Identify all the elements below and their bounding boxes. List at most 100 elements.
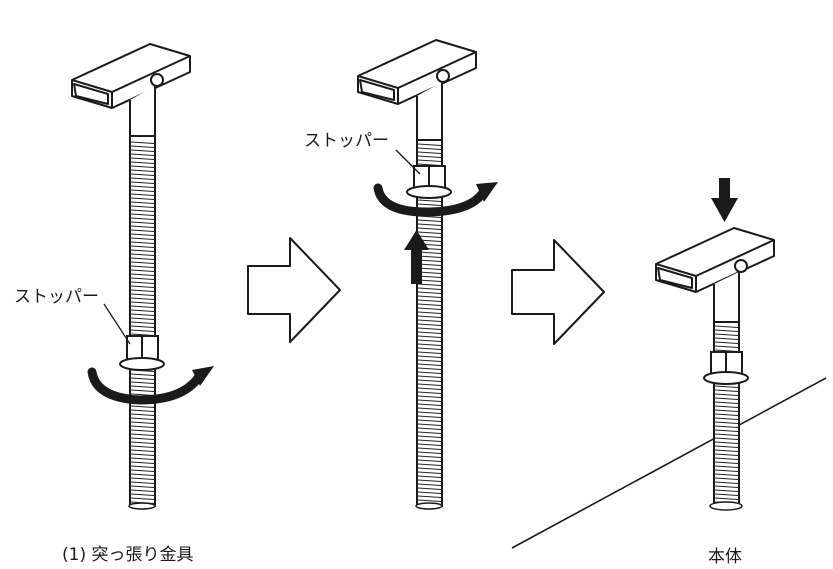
- thread-line: [714, 341, 739, 344]
- thread-line: [130, 329, 155, 332]
- thread-line: [417, 235, 442, 238]
- thread-line: [130, 293, 155, 296]
- thread-line: [714, 485, 739, 488]
- thread-line: [714, 445, 739, 448]
- thread-line: [417, 147, 442, 150]
- thread-line: [130, 489, 155, 492]
- push-arrow-icon: [711, 178, 738, 222]
- thread-line: [417, 303, 442, 306]
- thread-line: [130, 477, 155, 480]
- thread-line: [714, 473, 739, 476]
- thread-line: [130, 209, 155, 212]
- thread-line: [130, 413, 155, 416]
- thread-line: [130, 429, 155, 432]
- thread-line: [417, 323, 442, 326]
- thread-line: [417, 339, 442, 342]
- thread-line: [130, 373, 155, 376]
- stopper-label-2: ストッパー: [304, 131, 389, 151]
- thread-line: [130, 461, 155, 464]
- thread-line: [714, 437, 739, 440]
- thread-line: [417, 399, 442, 402]
- thread-line: [417, 403, 442, 406]
- thread-line: [417, 199, 442, 202]
- thread-line: [130, 421, 155, 424]
- thread-line: [714, 329, 739, 332]
- thread-line: [130, 285, 155, 288]
- thread-line: [130, 457, 155, 460]
- thread-line: [130, 433, 155, 436]
- bolt-head-2: [357, 39, 477, 141]
- thread-line: [417, 431, 442, 434]
- thread-line: [130, 453, 155, 456]
- thread-line: [714, 481, 739, 484]
- thread-line: [417, 391, 442, 394]
- thread-line: [417, 459, 442, 462]
- thread-line: [130, 389, 155, 392]
- bolt-assembly-3: [511, 178, 827, 549]
- caption-left: (1) 突っ張り金具: [62, 545, 193, 565]
- thread-line: [130, 465, 155, 468]
- thread-line: [130, 245, 155, 248]
- thread-line: [417, 335, 442, 338]
- thread-line: [417, 151, 442, 154]
- thread-line: [714, 333, 739, 336]
- thread-line: [417, 483, 442, 486]
- thread-line: [714, 393, 739, 396]
- thread-line: [417, 439, 442, 442]
- thread-line: [130, 157, 155, 160]
- thread-line: [714, 401, 739, 404]
- bolt-assembly-2: ストッパー: [304, 39, 498, 510]
- thread-line: [130, 277, 155, 280]
- bolt-head-1: [71, 43, 191, 137]
- caption-right: 本体: [708, 547, 742, 567]
- thread-line: [714, 405, 739, 408]
- thread-line: [130, 289, 155, 292]
- thread-line: [130, 249, 155, 252]
- thread-line: [417, 475, 442, 478]
- bolt-head-3: [655, 227, 775, 323]
- thread-line: [417, 327, 442, 330]
- step-arrow-icon-2: [511, 239, 605, 345]
- thread-line: [417, 387, 442, 390]
- thread-line: [417, 331, 442, 334]
- thread-line: [417, 455, 442, 458]
- thread-line: [714, 409, 739, 412]
- thread-line: [417, 155, 442, 158]
- thread-line: [130, 177, 155, 180]
- thread-line: [417, 287, 442, 290]
- thread-line: [130, 189, 155, 192]
- bolt-assembly-1: ストッパー: [14, 43, 214, 510]
- thread-line: [130, 473, 155, 476]
- thread-line: [417, 223, 442, 226]
- thread-line: [130, 325, 155, 328]
- thread-line: [130, 309, 155, 312]
- thread-line: [714, 429, 739, 432]
- thread-line: [130, 497, 155, 500]
- thread-line: [130, 229, 155, 232]
- thread-line: [417, 419, 442, 422]
- stopper-leader-2: [395, 149, 421, 175]
- thread-line: [417, 367, 442, 370]
- rotation-arrow-icon-1: [87, 366, 214, 405]
- thread-line: [417, 351, 442, 354]
- thread-line: [417, 415, 442, 418]
- thread-line: [417, 379, 442, 382]
- thread-line: [714, 493, 739, 496]
- thread-line: [417, 371, 442, 374]
- thread-line: [130, 385, 155, 388]
- lift-arrow-icon: [404, 230, 429, 284]
- stopper-nut-1: [119, 335, 165, 371]
- thread-line: [714, 477, 739, 480]
- thread-line: [130, 485, 155, 488]
- thread-line: [714, 421, 739, 424]
- thread-line: [417, 427, 442, 430]
- thread-line: [417, 411, 442, 414]
- thread-line: [714, 389, 739, 392]
- thread-line: [130, 181, 155, 184]
- thread-line: [130, 409, 155, 412]
- thread-line: [130, 193, 155, 196]
- thread-line: [130, 265, 155, 268]
- thread-line: [417, 471, 442, 474]
- thread-line: [130, 377, 155, 380]
- thread-line: [130, 221, 155, 224]
